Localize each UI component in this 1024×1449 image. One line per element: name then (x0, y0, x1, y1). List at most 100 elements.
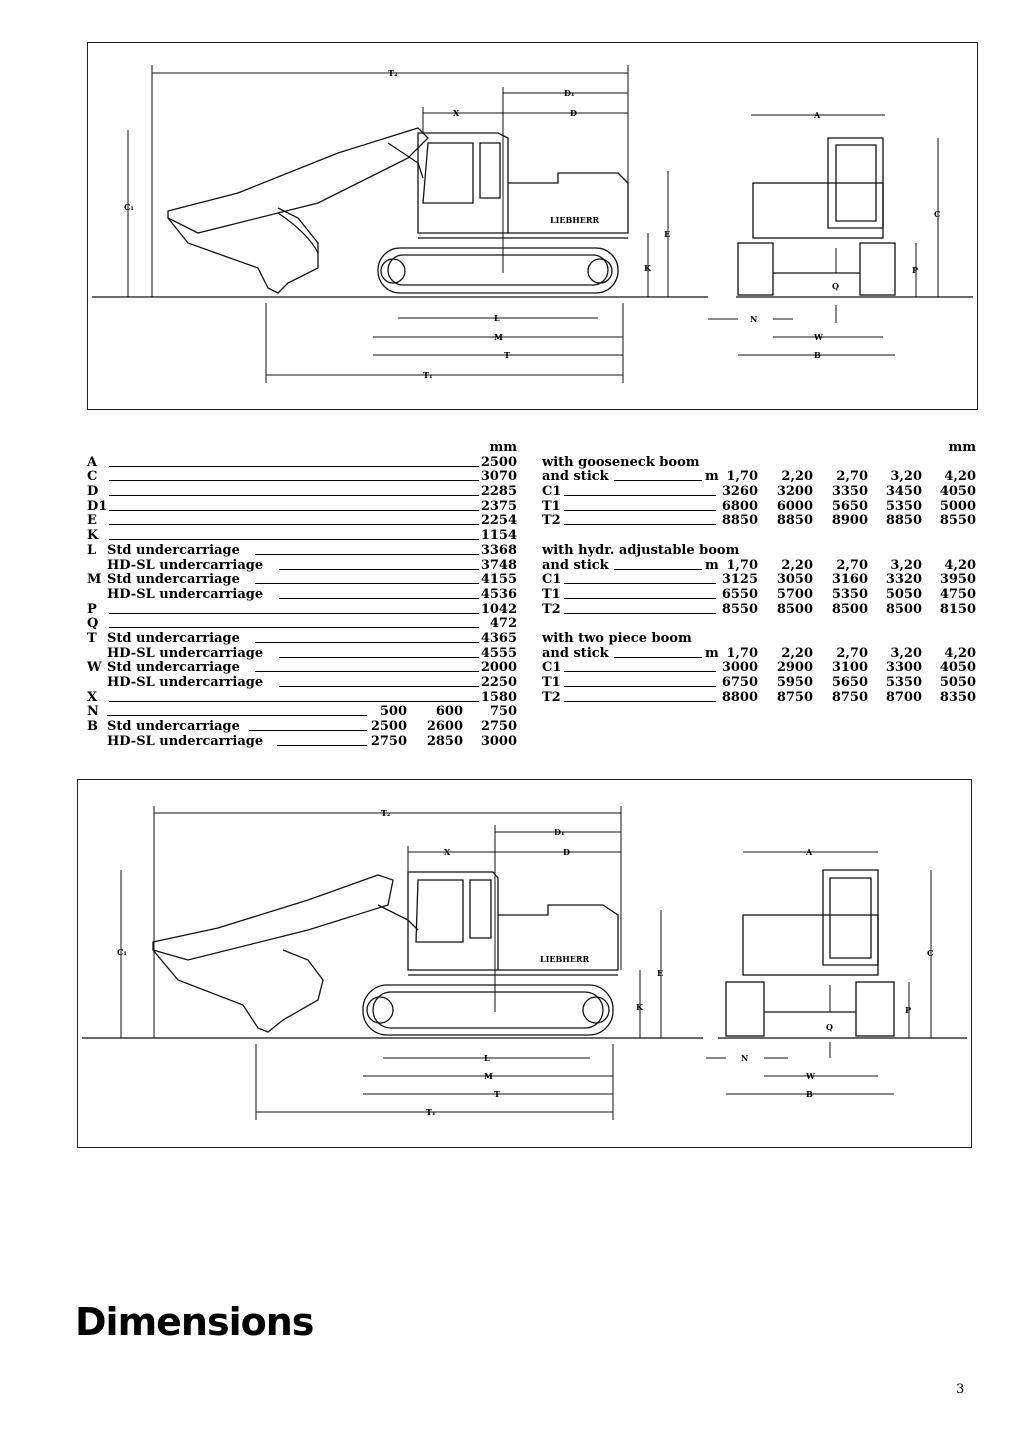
dim-label-k: K (636, 1002, 644, 1012)
dim-label-l: L (484, 1053, 490, 1063)
row-value: 8500 (831, 601, 868, 617)
row-value: 4750 (939, 586, 976, 602)
row-key: T2 (542, 601, 561, 617)
row-value: 8850 (885, 513, 922, 529)
row-value: 6550 (721, 586, 758, 602)
stick-length: 4,20 (944, 469, 976, 485)
row-value: 5950 (776, 675, 813, 690)
row-value: 2500 (480, 454, 517, 470)
stick-unit: m (705, 557, 719, 573)
row-value: 2250 (480, 675, 517, 690)
stick-label: and stick (542, 557, 609, 573)
row-key: T2 (542, 689, 561, 705)
stick-label: and stick (542, 469, 609, 485)
dim-label-p: P (912, 265, 918, 275)
table-row: N 500 600 750 (87, 705, 519, 720)
stick-length: 2,20 (781, 645, 813, 661)
group-title: with hydr. adjustable boom (542, 542, 740, 558)
dim-label-t: T (504, 350, 510, 360)
row-key: A (87, 454, 98, 470)
row-label: Std undercarriage (107, 542, 240, 558)
row-value: 3260 (721, 484, 758, 500)
row-value: 4050 (939, 484, 976, 500)
row-key: D (87, 484, 99, 500)
row-key: D1 (87, 498, 108, 514)
dim-label-t: T (494, 1089, 500, 1099)
row-value: 8500 (776, 601, 813, 617)
row-value: 5050 (885, 586, 922, 602)
dim-label-w: W (813, 332, 824, 342)
row-key: P (87, 601, 97, 617)
row-value: 1580 (480, 689, 517, 705)
row-value: 2600 (426, 719, 463, 735)
row-value: 6800 (721, 498, 758, 514)
row-value: 8550 (721, 601, 758, 617)
row-value: 8750 (831, 689, 868, 705)
dim-label-e: E (657, 968, 663, 978)
stick-length: 2,20 (781, 469, 813, 485)
row-label: Std undercarriage (107, 660, 240, 676)
table-row: C 3070 (87, 470, 519, 485)
row-value: 5650 (831, 675, 868, 690)
dim-label-c: C (934, 209, 940, 219)
stick-length: 1,70 (726, 645, 758, 661)
row-value: 1154 (480, 528, 517, 544)
row-key: T2 (542, 513, 561, 529)
dim-label-n: N (750, 314, 757, 324)
unit-mm: mm (489, 440, 517, 455)
row-label: HD-SL undercarriage (107, 733, 264, 749)
row-value: 5350 (885, 675, 922, 690)
row-value: 8800 (721, 689, 758, 705)
row-key: X (87, 689, 98, 705)
dim-label-d: D (570, 108, 577, 118)
row-value: 5650 (831, 498, 868, 514)
stick-unit: m (705, 469, 719, 485)
row-value: 3350 (831, 484, 868, 500)
bottom-diagram-panel: T₂ D₁ X D C₁ E K L M T T₁ A C P Q N W B … (77, 779, 972, 1148)
dim-label-w: W (805, 1071, 816, 1081)
dim-label-c: C (927, 948, 933, 958)
row-value: 600 (435, 704, 463, 720)
row-value: 3200 (776, 484, 813, 500)
row-value: 8900 (831, 513, 868, 529)
excavator-side-front-diagram-top: T₂ D₁ X D C₁ E K L M T T₁ A C P Q N W B … (92, 65, 973, 383)
group-title: with two piece boom (542, 630, 692, 646)
row-value: 8500 (885, 601, 922, 617)
row-value: 500 (379, 704, 407, 720)
dim-label-t1: T₁ (423, 370, 432, 380)
row-label: Std undercarriage (107, 630, 240, 646)
table-row: X 1580 (87, 689, 519, 706)
row-value: 2375 (480, 498, 517, 514)
stick-length: 2,20 (781, 557, 813, 573)
row-value: 750 (489, 704, 517, 720)
row-value: 6000 (776, 498, 813, 514)
dim-label-b: B (806, 1089, 813, 1099)
page-number: 3 (956, 1382, 965, 1397)
row-label: HD-SL undercarriage (107, 557, 264, 573)
row-label: HD-SL undercarriage (107, 645, 264, 661)
brand-logo: LIEBHERR (540, 954, 590, 964)
row-key: C (87, 469, 98, 485)
row-value: 8350 (939, 689, 976, 705)
row-value: 2254 (480, 513, 517, 529)
stick-length: 4,20 (944, 557, 976, 573)
row-key: M (87, 572, 102, 588)
row-key: W (87, 660, 102, 676)
dim-label-t2: T₂ (388, 68, 398, 78)
dim-label-t2: T₂ (381, 808, 391, 818)
stick-length: 4,20 (944, 645, 976, 661)
row-value: 3070 (480, 469, 517, 485)
